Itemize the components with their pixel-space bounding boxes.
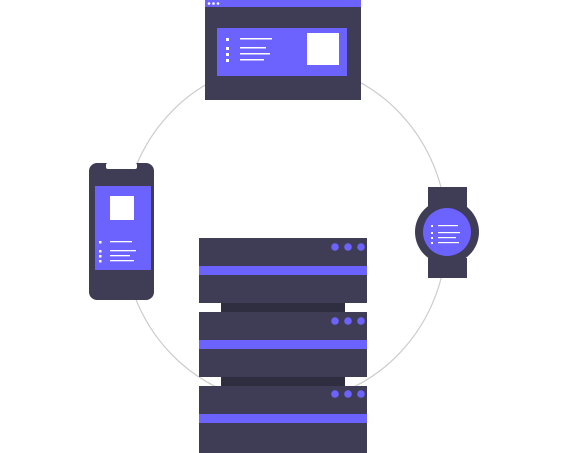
phone-image-placeholder <box>110 196 134 220</box>
list-line <box>110 250 136 252</box>
list-bullet <box>226 53 229 56</box>
list-bullet <box>431 242 433 244</box>
status-led <box>344 390 352 398</box>
status-led <box>357 317 365 325</box>
status-led <box>344 243 352 251</box>
server-unit-stripe <box>199 340 367 349</box>
server-unit-stripe <box>199 414 367 423</box>
watch-list <box>431 225 460 244</box>
status-led <box>344 317 352 325</box>
browser-image-placeholder <box>307 33 339 65</box>
phone-list <box>99 241 136 263</box>
server-unit-stripe <box>199 266 367 275</box>
list-bullet <box>99 255 102 258</box>
list-line <box>110 255 130 257</box>
list-line <box>438 232 460 234</box>
server-unit <box>199 386 367 453</box>
list-line <box>438 237 456 239</box>
list-bullet <box>226 59 229 62</box>
list-line <box>240 53 270 55</box>
status-led <box>331 390 339 398</box>
list-bullet <box>99 260 102 263</box>
list-bullet <box>99 250 102 253</box>
list-bullet <box>226 38 229 41</box>
list-line <box>240 47 266 49</box>
status-led <box>331 317 339 325</box>
browser-dot <box>216 2 220 5</box>
list-bullet <box>99 241 102 244</box>
server-connector <box>221 377 345 386</box>
status-led <box>357 390 365 398</box>
phone-notch <box>106 163 137 169</box>
server-unit <box>199 238 367 303</box>
status-led <box>331 243 339 251</box>
list-line <box>110 241 132 243</box>
status-led <box>357 243 365 251</box>
list-bullet <box>431 225 433 227</box>
list-bullet <box>226 47 229 50</box>
list-bullet <box>431 232 433 234</box>
browser-dot <box>207 2 211 5</box>
list-line <box>438 242 459 244</box>
browser-dot <box>212 2 215 5</box>
server-rack-icon <box>199 238 367 453</box>
list-line <box>240 38 272 40</box>
list-line <box>110 260 134 262</box>
smartwatch-icon <box>415 187 479 278</box>
smartphone-icon <box>89 163 154 300</box>
server-connector <box>221 303 345 312</box>
watch-strap-bottom <box>428 258 467 278</box>
list-line <box>240 59 264 61</box>
browser-titlebar <box>205 0 361 7</box>
list-bullet <box>431 237 433 239</box>
browser-window-icon <box>205 0 361 100</box>
browser-list <box>226 38 272 62</box>
list-line <box>438 225 458 227</box>
server-unit <box>199 312 367 377</box>
